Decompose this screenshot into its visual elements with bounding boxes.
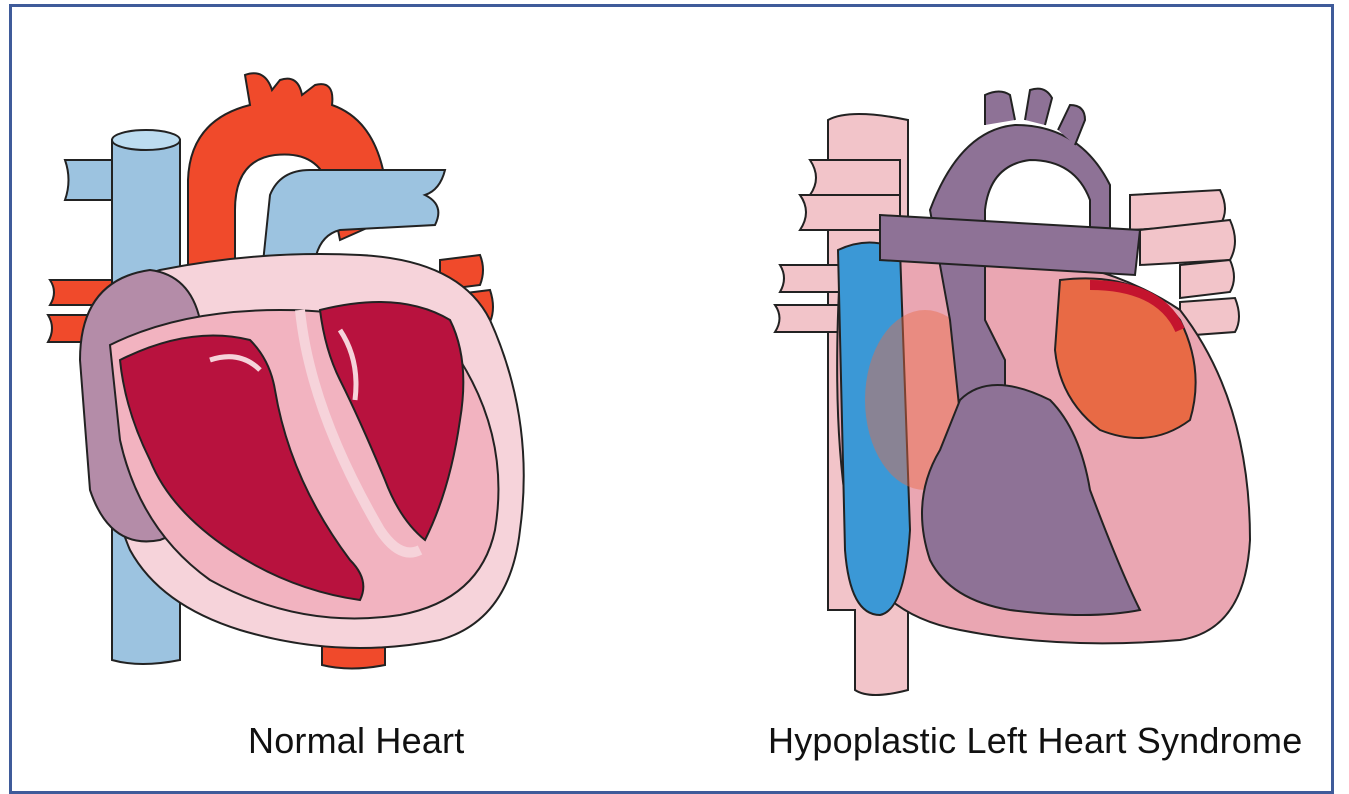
- normal-heart-svg: [40, 60, 560, 680]
- hlhs-right-artery-1: [1180, 260, 1234, 298]
- normal-heart-illustration: [40, 60, 560, 680]
- vena-cava-opening: [112, 130, 180, 150]
- hlhs-heart-svg: [760, 70, 1260, 710]
- caption-hlhs: Hypoplastic Left Heart Syndrome: [768, 720, 1302, 762]
- left-vein-top: [65, 160, 112, 200]
- hlhs-left-artery-1: [780, 265, 840, 292]
- hlhs-left-vessel-1: [810, 160, 900, 195]
- hlhs-heart-illustration: [760, 70, 1260, 710]
- caption-normal-heart: Normal Heart: [248, 720, 464, 762]
- hlhs-left-artery-2: [775, 305, 840, 332]
